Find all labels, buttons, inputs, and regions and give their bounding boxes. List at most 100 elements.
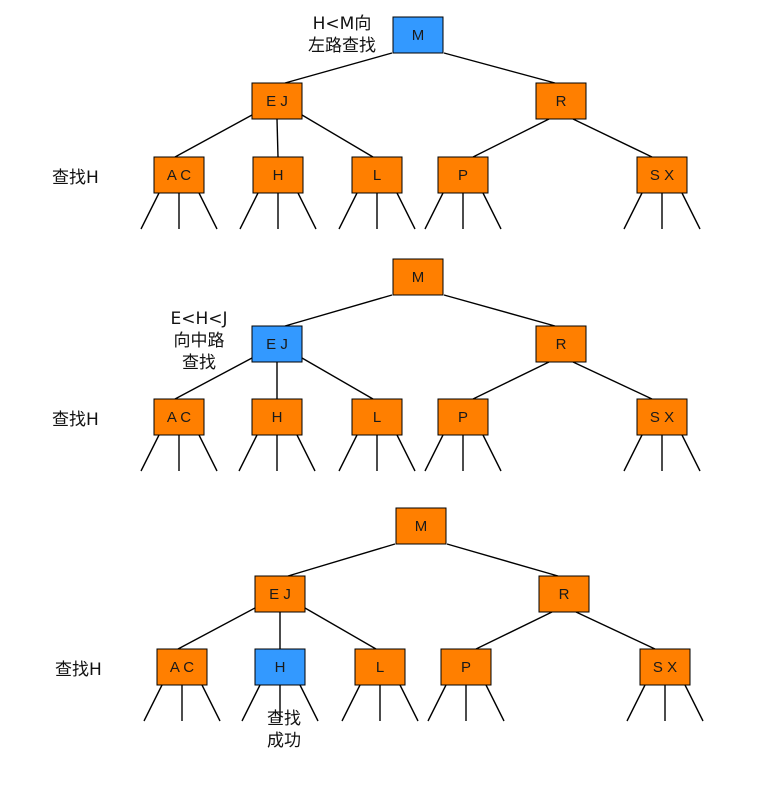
- node-leaf-a: A C: [156, 648, 208, 686]
- node-box: [354, 648, 406, 686]
- node-label: M: [415, 518, 428, 535]
- leaf-stub: [623, 434, 643, 472]
- node-box: [251, 325, 303, 363]
- leaf-stub: [201, 684, 221, 722]
- step-note-line: 成功: [267, 731, 301, 751]
- leaf-stub: [427, 684, 447, 722]
- leaf-stub: [399, 684, 419, 722]
- leaf-stub: [396, 192, 416, 230]
- node-box: [535, 325, 587, 363]
- leaf-stub: [338, 192, 358, 230]
- edge-root-left: [284, 294, 393, 327]
- edge-right-leaf-d: [472, 118, 550, 158]
- node-box: [351, 156, 403, 194]
- node-leaf-e: S X: [636, 398, 688, 436]
- leaf-stub: [239, 192, 259, 230]
- leaf-stub: [684, 684, 704, 722]
- edge-right-leaf-e: [572, 361, 653, 400]
- step-note-line: H<M向: [313, 14, 372, 34]
- node-label: A C: [167, 409, 191, 426]
- node-leaf-c: L: [351, 398, 403, 436]
- node-label: R: [556, 336, 567, 353]
- node-box: [251, 398, 303, 436]
- edge-root-left: [284, 52, 393, 84]
- node-box: [440, 648, 492, 686]
- edges: [140, 52, 701, 230]
- leaf-stub: [396, 434, 416, 472]
- node-leaf-b: H: [252, 156, 304, 194]
- node-leaf-d: P: [437, 398, 489, 436]
- leaf-stub: [626, 684, 646, 722]
- node-label: L: [376, 659, 384, 676]
- edge-left-leaf-b: [276, 118, 279, 158]
- node-label: E J: [269, 586, 291, 603]
- node-label: S X: [650, 409, 674, 426]
- node-leaf-c: L: [354, 648, 406, 686]
- node-root: M: [395, 507, 447, 545]
- node-label: H: [272, 409, 283, 426]
- step-note-line: E<H<J: [170, 309, 227, 329]
- node-label: H: [275, 659, 286, 676]
- leaf-stub: [297, 192, 317, 230]
- leaf-stub: [623, 192, 643, 230]
- edge-right-leaf-d: [472, 361, 550, 400]
- node-right: R: [535, 82, 587, 120]
- leaf-stub: [338, 434, 358, 472]
- node-label: M: [412, 27, 425, 44]
- node-leaf-e: S X: [639, 648, 691, 686]
- node-box: [392, 258, 444, 296]
- edge-left-leaf-c: [301, 357, 374, 400]
- edge-right-leaf-e: [575, 611, 656, 650]
- node-right: R: [538, 575, 590, 613]
- step-note-line: 查找: [267, 709, 301, 729]
- edges: [140, 294, 701, 472]
- leaf-stub: [198, 192, 218, 230]
- leaf-stub: [143, 684, 163, 722]
- search-target-label: 查找H: [55, 660, 102, 680]
- node-leaf-a: A C: [153, 156, 205, 194]
- node-box: [395, 507, 447, 545]
- node-box: [251, 82, 303, 120]
- node-left: E J: [251, 82, 303, 120]
- node-left: E J: [254, 575, 306, 613]
- node-box: [437, 398, 489, 436]
- edge-right-leaf-d: [475, 611, 553, 650]
- node-root: M: [392, 258, 444, 296]
- node-label: E J: [266, 336, 288, 353]
- node-label: P: [461, 659, 471, 676]
- node-leaf-c: L: [351, 156, 403, 194]
- leaf-stub: [341, 684, 361, 722]
- edge-left-leaf-c: [304, 607, 377, 650]
- node-leaf-d: P: [437, 156, 489, 194]
- leaf-stub: [238, 434, 258, 472]
- leaf-stub: [198, 434, 218, 472]
- edge-left-leaf-a: [174, 114, 253, 158]
- node-label: R: [559, 586, 570, 603]
- node-box: [351, 398, 403, 436]
- leaf-stub: [485, 684, 505, 722]
- node-label: L: [373, 167, 381, 184]
- leaf-stub: [482, 434, 502, 472]
- node-box: [392, 16, 444, 54]
- node-label: E J: [266, 93, 288, 110]
- node-label: A C: [167, 167, 191, 184]
- node-label: S X: [650, 167, 674, 184]
- node-box: [153, 398, 205, 436]
- node-leaf-d: P: [440, 648, 492, 686]
- step-note-line: 向中路: [174, 331, 225, 351]
- node-leaf-e: S X: [636, 156, 688, 194]
- search-target-label: 查找H: [52, 168, 99, 188]
- node-root: M: [392, 16, 444, 54]
- node-box: [254, 648, 306, 686]
- node-left: E J: [251, 325, 303, 363]
- node-leaf-b: H: [254, 648, 306, 686]
- step-note-line: 左路查找: [308, 36, 376, 56]
- node-label: S X: [653, 659, 677, 676]
- edge-root-right: [446, 543, 559, 577]
- node-label: P: [458, 409, 468, 426]
- node-box: [252, 156, 304, 194]
